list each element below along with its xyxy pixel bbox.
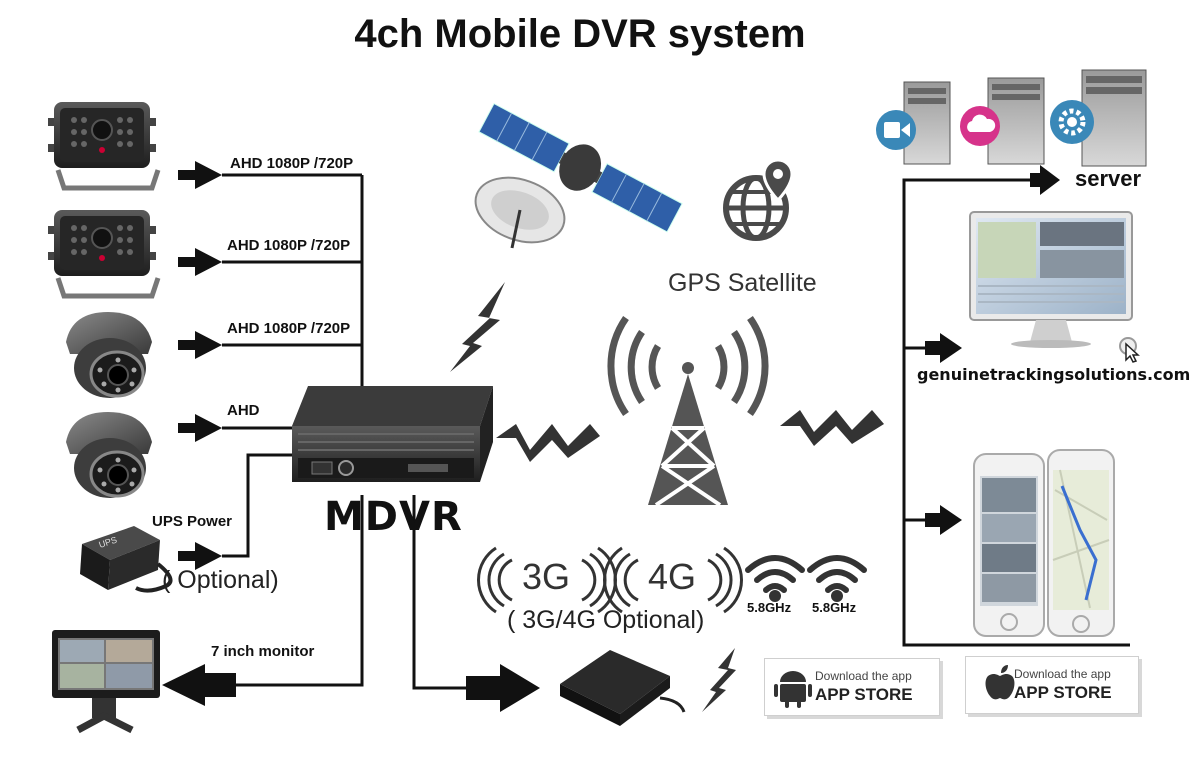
gps-tracker-device [560, 650, 686, 726]
video-camera-icon [876, 110, 916, 150]
arrow-pc [925, 333, 962, 363]
arrow-gps-tracker [466, 664, 540, 712]
apple-badge-small-text: Download the app [1014, 667, 1111, 681]
dome-camera-1 [66, 312, 152, 398]
car-monitor [52, 630, 160, 734]
arrow-cam1 [178, 161, 222, 189]
cloud-icon [960, 106, 1000, 146]
android-badge-big-text: APP STORE [815, 685, 913, 704]
camera-4-label: AHD [227, 402, 260, 419]
label-3g: 3G [522, 556, 571, 597]
wifi-icon-2 [807, 555, 867, 602]
wifi-label-1: 5.8GHz [747, 600, 792, 615]
network-optional-label: ( 3G/4G Optional) [507, 606, 705, 634]
server-label: server [1075, 166, 1142, 191]
bullet-camera-2 [48, 210, 161, 299]
smartphone-2 [1047, 449, 1115, 637]
arrow-ups [178, 542, 222, 570]
website-label: genuinetrackingsolutions.com [917, 365, 1191, 384]
arrows [162, 161, 1060, 712]
arrow-cam2 [178, 248, 222, 276]
android-icon [774, 671, 812, 708]
wireless-signals [450, 282, 884, 712]
apple-badge-big-text: APP STORE [1014, 683, 1112, 702]
arrow-server [1030, 165, 1060, 195]
arrow-cam4 [178, 414, 222, 442]
bullet-camera-1 [48, 102, 161, 191]
server-towers [876, 69, 1147, 167]
desktop-computer [969, 211, 1140, 363]
ups-box: UPS [80, 526, 173, 593]
satellite [474, 102, 683, 249]
wifi-icon-1 [745, 555, 805, 602]
page-title: 4ch Mobile DVR system [354, 12, 806, 56]
globe-location-icon [723, 158, 794, 241]
mdvr-label: MDVR [324, 494, 463, 540]
arrow-phones [925, 505, 962, 535]
camera-1-label: AHD 1080P /720P [230, 155, 354, 172]
dome-camera-2 [66, 412, 152, 498]
camera-2-label: AHD 1080P /720P [227, 237, 351, 254]
apple-icon [985, 665, 1015, 700]
wifi-label-2: 5.8GHz [812, 600, 857, 615]
arrow-monitor [162, 664, 236, 706]
cell-tower-icon [607, 316, 769, 507]
mdvr-unit [292, 386, 493, 482]
android-badge-small-text: Download the app [815, 669, 912, 683]
signal-waves-4g [603, 546, 743, 614]
monitor-label: 7 inch monitor [211, 643, 315, 660]
arrow-cam3 [178, 331, 222, 359]
gps-satellite-label: GPS Satellite [668, 269, 817, 297]
connection-lines [222, 173, 1130, 690]
smartphone-1 [973, 453, 1045, 637]
app-store-badge-android[interactable]: Download the app APP STORE [764, 658, 940, 716]
app-store-badge-apple[interactable]: Download the app APP STORE [965, 656, 1139, 714]
ups-power-label: UPS Power [152, 513, 233, 530]
gear-icon [1050, 100, 1094, 144]
camera-3-label: AHD 1080P /720P [227, 320, 351, 337]
label-4g: 4G [648, 556, 697, 597]
ups-optional-label: ( Optional) [162, 566, 279, 594]
